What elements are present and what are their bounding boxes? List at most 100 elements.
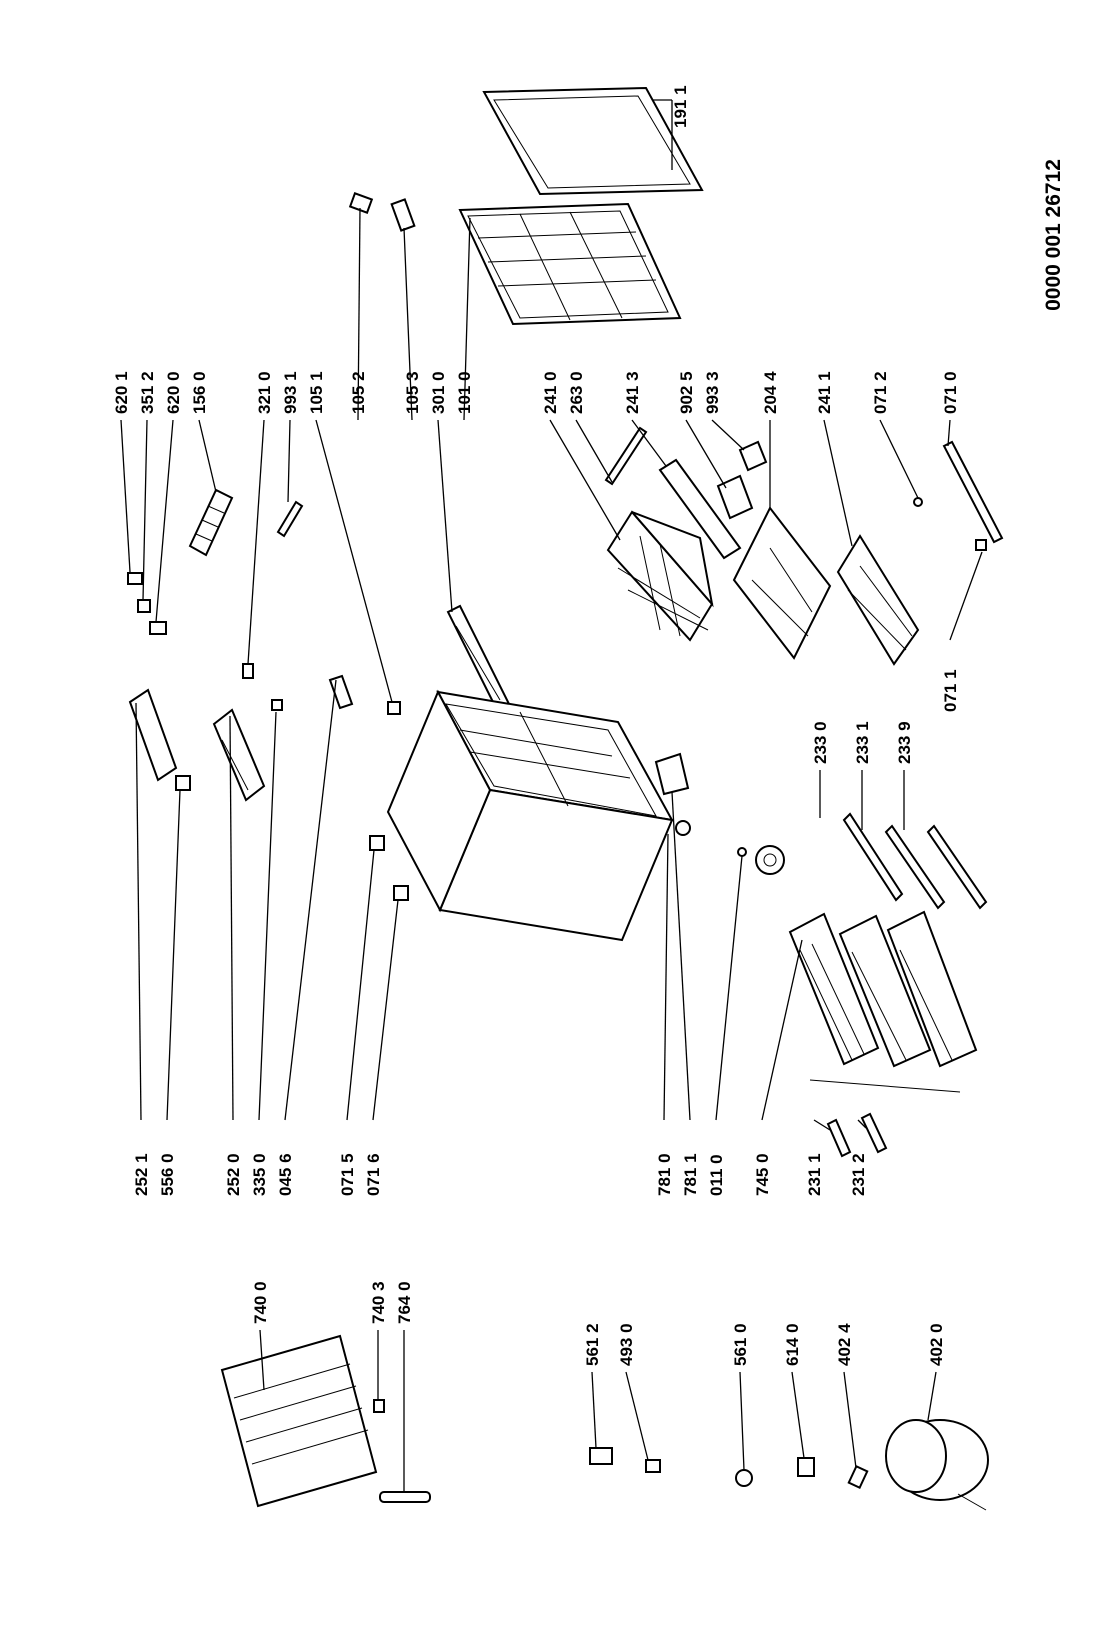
part-105-1 [387, 701, 401, 715]
label-402-0: 402 0 [927, 1323, 946, 1366]
label-745-0: 745 0 [753, 1153, 772, 1196]
label-620-1: 620 1 [112, 371, 131, 414]
labels-middle: 252 1 556 0 252 0 335 0 045 6 071 5 071 … [132, 1153, 868, 1196]
label-233-9: 233 9 [895, 721, 914, 764]
label-556-0: 556 0 [158, 1153, 177, 1196]
part-993-1-strip [276, 500, 304, 538]
part-263-0 [604, 426, 648, 486]
part-993-3 [738, 440, 768, 472]
label-233-1: 233 1 [853, 721, 872, 764]
part-233-0-rail [842, 812, 904, 902]
part-493-0 [645, 1459, 661, 1473]
label-561-0: 561 0 [731, 1323, 750, 1366]
label-301-0: 301 0 [429, 371, 448, 414]
label-764-0: 764 0 [395, 1281, 414, 1324]
label-241-0: 241 0 [541, 371, 560, 414]
label-781-1: 781 1 [681, 1153, 700, 1196]
part-241-0-basket [606, 510, 714, 642]
part-231-1 [826, 1118, 852, 1158]
label-101-0: 101 0 [455, 371, 474, 414]
document-number: 0000 001 26712 [1042, 159, 1065, 311]
part-740-3 [373, 1399, 385, 1413]
label-614-0: 614 0 [783, 1323, 802, 1366]
part-620-1 [127, 572, 143, 585]
part-252-1-cover [128, 688, 178, 782]
label-011-0: 011 0 [707, 1154, 726, 1196]
label-231-2: 231 2 [849, 1153, 868, 1196]
label-105-3: 105 3 [403, 371, 422, 414]
label-252-0: 252 0 [224, 1153, 243, 1196]
part-191-1-door-gasket [482, 86, 704, 196]
label-071-2: 071 2 [871, 371, 890, 414]
part-402-4 [847, 1464, 869, 1490]
label-071-0: 071 0 [941, 371, 960, 414]
label-740-0: 740 0 [251, 1281, 270, 1324]
label-993-1: 993 1 [281, 371, 300, 414]
label-335-0: 335 0 [250, 1153, 269, 1196]
part-241-3-shelf [658, 458, 742, 560]
part-561-2 [589, 1447, 613, 1465]
label-321-0: 321 0 [255, 371, 274, 414]
label-231-1: 231 1 [805, 1153, 824, 1196]
part-252-0-housing [212, 708, 266, 802]
labels-top: 620 1 351 2 620 0 156 0 321 0 993 1 105 … [112, 85, 960, 414]
part-241-1-basket [836, 534, 920, 666]
label-105-2: 105 2 [349, 371, 368, 414]
part-561-0 [735, 1469, 753, 1487]
part-156-0-ice-tray [188, 488, 234, 557]
part-902-5 [716, 474, 754, 520]
part-011-0-knob [737, 845, 785, 875]
label-263-0: 263 0 [567, 371, 586, 414]
part-614-0 [797, 1457, 815, 1477]
part-781-0-knob [675, 820, 691, 836]
part-740-0-condenser [220, 1334, 378, 1508]
part-071-0-bar [942, 440, 1004, 544]
label-241-3: 241 3 [623, 371, 642, 414]
label-105-1: 105 1 [307, 371, 326, 414]
label-740-3: 740 3 [369, 1281, 388, 1324]
label-071-1: 071 1 [941, 669, 960, 712]
label-781-0: 781 0 [655, 1153, 674, 1196]
part-620-0 [149, 621, 167, 635]
part-071-5 [369, 835, 385, 851]
label-993-3: 993 3 [703, 371, 722, 414]
label-191-1: 191 1 [671, 85, 690, 128]
part-233-9-rail [926, 824, 988, 910]
part-071-1 [975, 539, 987, 551]
label-045-6: 045 6 [276, 1153, 295, 1196]
part-cabinet-body [386, 689, 674, 942]
labels-rails: 071 1 233 0 233 1 233 9 [811, 669, 960, 764]
label-071-6: 071 6 [364, 1153, 383, 1196]
part-071-6 [393, 885, 409, 901]
part-351-2 [137, 599, 151, 613]
label-902-5: 902 5 [677, 371, 696, 414]
part-781-1-grille [654, 752, 690, 796]
part-321-0 [242, 663, 254, 679]
part-105-3-hinge [390, 198, 416, 232]
part-071-2 [913, 497, 923, 507]
label-204-4: 204 4 [761, 371, 780, 414]
part-402-0-compressor [885, 1419, 989, 1511]
labels-condenser: 740 0 740 3 764 0 [251, 1281, 414, 1324]
part-745-0-wire-shelves [788, 910, 978, 1093]
label-620-0: 620 0 [164, 371, 183, 414]
part-101-0-door [458, 202, 682, 326]
part-233-1-rail [884, 824, 946, 910]
label-071-5: 071 5 [338, 1153, 357, 1196]
label-561-2: 561 2 [583, 1323, 602, 1366]
labels-electrical: 561 2 493 0 561 0 614 0 402 4 402 0 [583, 1323, 946, 1366]
label-351-2: 351 2 [138, 371, 157, 414]
part-556-0 [175, 775, 191, 791]
part-105-2-hinge [348, 192, 374, 214]
label-402-4: 402 4 [835, 1323, 854, 1366]
label-493-0: 493 0 [617, 1323, 636, 1366]
part-231-2 [860, 1112, 888, 1154]
part-204-4-tray [732, 506, 832, 660]
part-764-0-drier [379, 1491, 431, 1503]
label-241-1: 241 1 [815, 371, 834, 414]
label-233-0: 233 0 [811, 721, 830, 764]
label-156-0: 156 0 [190, 371, 209, 414]
part-335-0 [271, 699, 283, 711]
label-252-1: 252 1 [132, 1153, 151, 1196]
